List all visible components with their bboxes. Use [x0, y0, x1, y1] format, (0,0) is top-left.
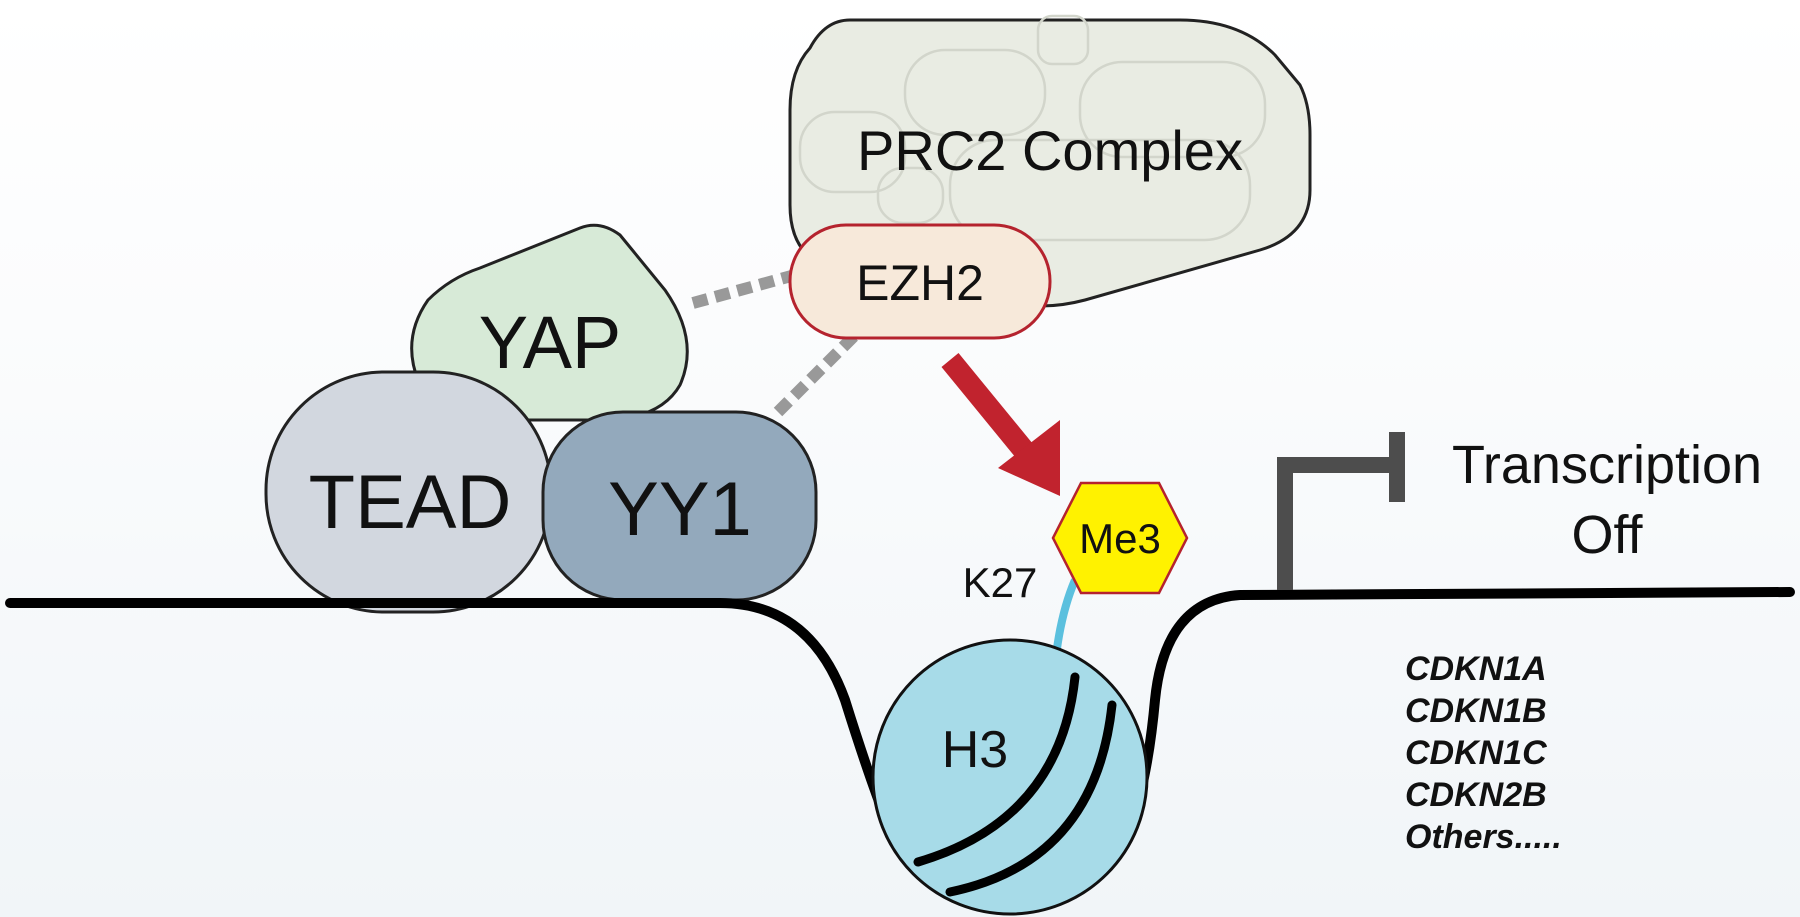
tead: TEAD	[264, 370, 553, 614]
off-label: Off	[1571, 505, 1643, 565]
me3-hexagon	[1051, 481, 1189, 595]
yy1-ezh2-interaction	[773, 330, 860, 417]
gene-item: CDKN1C	[1405, 734, 1547, 772]
dna-wrap-2	[945, 700, 1117, 897]
tead-label: TEAD	[309, 460, 512, 545]
yy1-label: YY1	[608, 467, 752, 552]
transcription-label: Transcription	[1452, 435, 1762, 495]
ezh2-label: EZH2	[856, 255, 984, 311]
dna-wrap-1	[913, 672, 1080, 867]
methylation-arrow	[941, 353, 1060, 496]
target-gene-list: CDKN1A CDKN1B CDKN1C CDKN2B Others.....	[1405, 650, 1562, 856]
ezh2-shape	[788, 223, 1052, 340]
yy1: YY1	[541, 410, 818, 602]
prc2-subunits	[798, 14, 1267, 242]
gene-item: CDKN1B	[1405, 692, 1547, 730]
me3-mark: Me3	[1051, 481, 1189, 595]
yap-ezh2-interaction	[691, 269, 797, 309]
gene-item: Others.....	[1405, 818, 1562, 856]
gene-item: CDKN1A	[1405, 650, 1547, 688]
repression-symbol	[1277, 432, 1405, 590]
me3-label: Me3	[1079, 515, 1161, 562]
interaction-lines	[691, 269, 860, 417]
gene-item: CDKN2B	[1405, 776, 1547, 814]
ezh2: EZH2	[788, 223, 1052, 340]
nucleosome-shape	[871, 638, 1149, 916]
yap-label: YAP	[479, 301, 622, 384]
h3-label: H3	[942, 721, 1008, 779]
nucleosome-h3: H3	[871, 638, 1149, 916]
k27-label: K27	[963, 559, 1038, 606]
prc2-label: PRC2 Complex	[857, 119, 1243, 182]
